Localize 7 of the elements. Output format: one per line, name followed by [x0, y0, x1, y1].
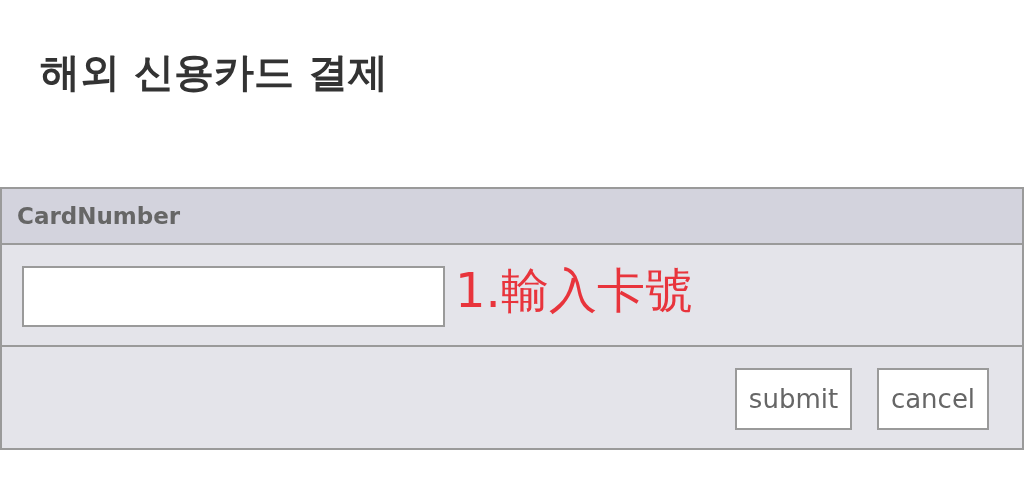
page-title: 해외 신용카드 결제: [40, 48, 388, 97]
annotation-text: 1.輸入卡號: [455, 261, 693, 320]
panel-header-text: CardNumber: [17, 202, 181, 230]
submit-button: submit: [735, 368, 852, 430]
input-field: [22, 266, 445, 327]
cancel-button: cancel: [877, 368, 989, 430]
form-panel: [0, 187, 1024, 450]
